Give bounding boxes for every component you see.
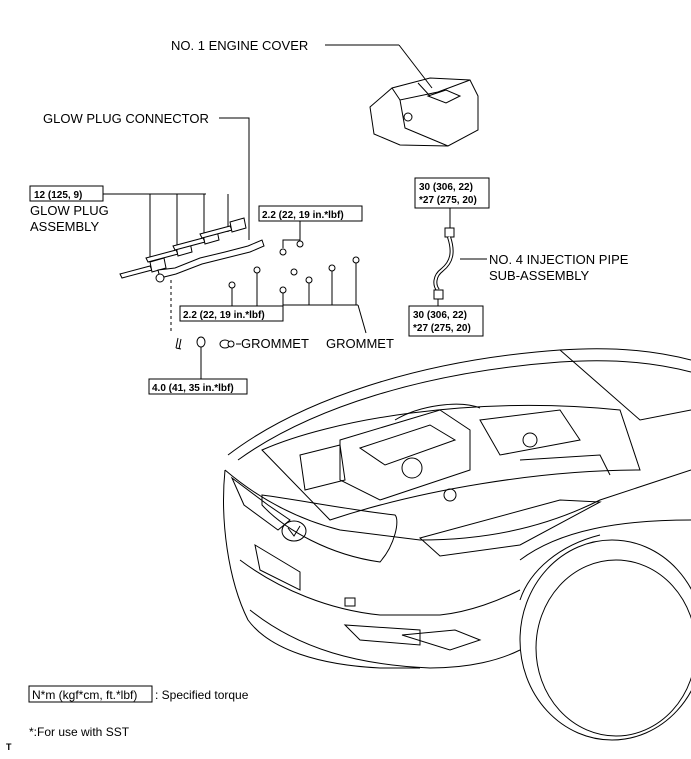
- glow-plugs: [119, 217, 247, 279]
- glow-plug-torque: 12 (125, 9): [34, 190, 82, 201]
- screws-upper: [279, 240, 304, 256]
- engine-cover-leader-diag: [398, 44, 433, 89]
- car-front-illustration: [223, 348, 691, 741]
- glow-plug-connector-label: GLOW PLUG CONNECTOR: [43, 111, 209, 126]
- connector-upper-leader: [282, 221, 301, 248]
- glow-plug-leaders: [103, 193, 229, 262]
- grommet-left-label: GROMMET: [241, 336, 309, 351]
- grommets-cluster: [279, 256, 360, 294]
- sst-note: *:For use with SST: [29, 725, 130, 739]
- injection-pipe-label-2: SUB-ASSEMBLY: [489, 268, 590, 283]
- injection-pipe-label-1: NO. 4 INJECTION PIPE: [489, 252, 629, 267]
- glow-plug-connector: [155, 239, 265, 283]
- pipe-bottom-torque-1: 30 (306, 22): [413, 310, 467, 321]
- pipe-top-torque-2: *27 (275, 20): [419, 195, 477, 206]
- pipe-bottom-torque-2: *27 (275, 20): [413, 323, 471, 334]
- pipe-top-torque-box: [414, 177, 490, 209]
- engine-cover-label: NO. 1 ENGINE COVER: [171, 38, 308, 53]
- engine-cover: [369, 77, 479, 147]
- grommet-right-label: GROMMET: [326, 336, 394, 351]
- grommet-right-leaders: [282, 263, 367, 334]
- pipe-bottom-torque-box: [408, 305, 484, 337]
- unit-legend-desc: : Specified torque: [155, 688, 249, 702]
- injection-pipe: [433, 227, 455, 300]
- nut-torque: 4.0 (41, 35 in.*lbf): [152, 383, 234, 394]
- glow-plug-assembly-label-2: ASSEMBLY: [30, 219, 99, 234]
- screws-lower: [228, 266, 261, 289]
- pipe-top-torque-1: 30 (306, 22): [419, 182, 473, 193]
- connector-upper-torque: 2.2 (22, 19 in.*lbf): [262, 210, 344, 221]
- connector-upper-torque-box: [258, 205, 363, 222]
- unit-legend-box-text: N*m (kgf*cm, ft.*lbf): [32, 688, 137, 702]
- connector-lower-torque: 2.2 (22, 19 in.*lbf): [183, 310, 265, 321]
- nut-and-grommet: [175, 336, 235, 350]
- corner-mark: T: [6, 742, 12, 752]
- glow-plug-assembly-label-1: GLOW PLUG: [30, 203, 109, 218]
- nut-torque-box: [148, 378, 248, 395]
- unit-legend-box: [28, 685, 153, 703]
- connector-leader: [219, 117, 250, 240]
